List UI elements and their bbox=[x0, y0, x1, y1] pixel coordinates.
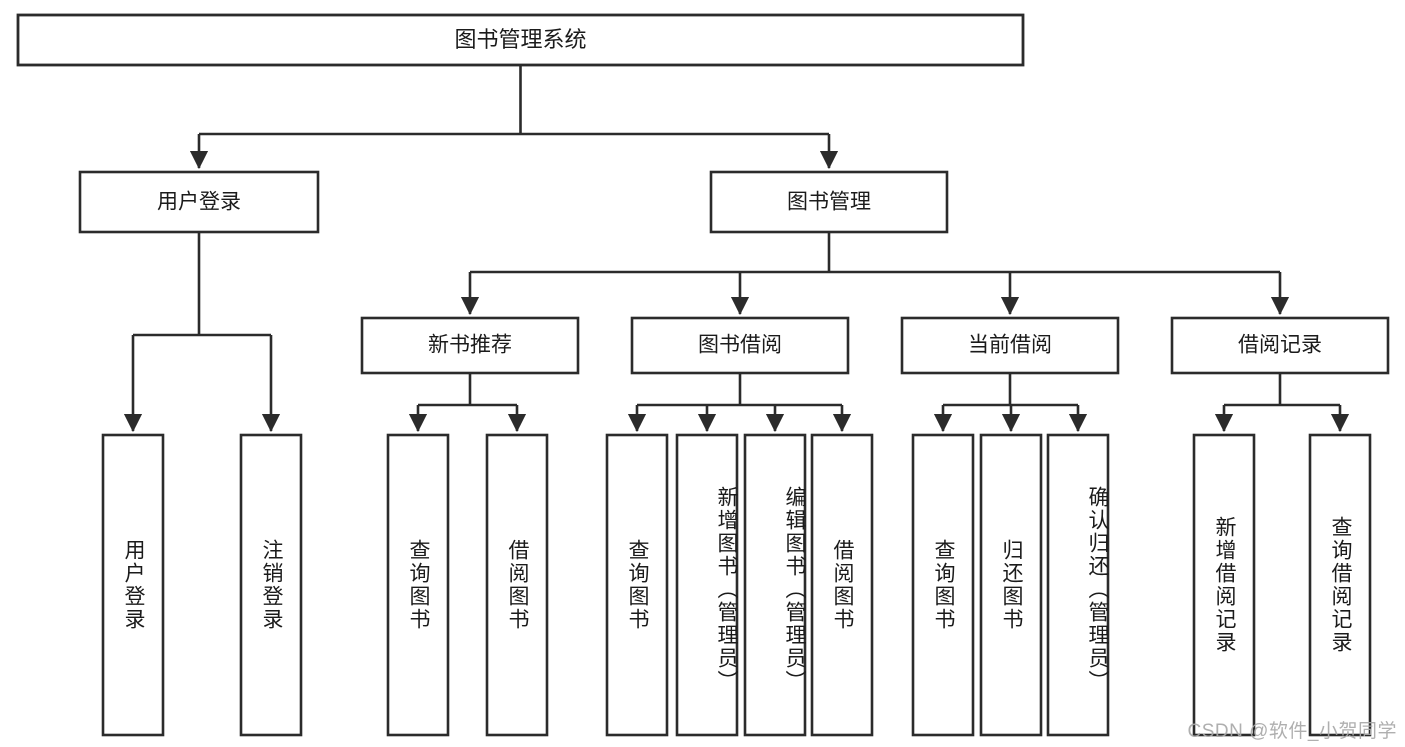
node-leaf-cur-confirm-return-box[interactable] bbox=[1046, 433, 1110, 737]
node-leaf-user-login-box[interactable] bbox=[101, 433, 165, 737]
csdn-watermark: CSDN @软件_小贺同学 bbox=[1187, 721, 1397, 742]
node-borrow-record-label: 借阅记录 bbox=[1238, 334, 1322, 357]
node-leaf-borrow-edit-book-box[interactable] bbox=[743, 433, 807, 737]
leaf-boxes bbox=[101, 433, 1372, 737]
node-leaf-rec-query-book-box[interactable] bbox=[386, 433, 450, 737]
node-leaf-borrow-query-book-box[interactable] bbox=[605, 433, 669, 737]
node-root-label: 图书管理系统 bbox=[454, 27, 586, 52]
node-leaf-user-logout-box[interactable] bbox=[239, 433, 303, 737]
node-root[interactable]: 图书管理系统 bbox=[16, 13, 1025, 67]
connectors bbox=[123, 65, 1350, 433]
node-leaf-borrow-borrow-book-box[interactable] bbox=[810, 433, 874, 737]
node-book-manage-box[interactable] bbox=[709, 170, 949, 234]
node-new-book-rec[interactable]: 新书推荐 bbox=[360, 316, 580, 375]
node-user-login-label: 用户登录 bbox=[157, 191, 241, 214]
node-user-login[interactable]: 用户登录 bbox=[78, 170, 320, 234]
node-current-borrow-box[interactable] bbox=[900, 316, 1120, 375]
node-book-borrow[interactable]: 图书借阅 bbox=[630, 316, 850, 375]
node-book-manage-label: 图书管理 bbox=[787, 191, 871, 214]
node-borrow-record-box[interactable] bbox=[1170, 316, 1390, 375]
node-new-book-rec-label: 新书推荐 bbox=[428, 334, 512, 357]
node-root-box[interactable] bbox=[16, 13, 1025, 67]
node-leaf-cur-query-book-box[interactable] bbox=[911, 433, 975, 737]
node-new-book-rec-box[interactable] bbox=[360, 316, 580, 375]
node-current-borrow-label: 当前借阅 bbox=[968, 334, 1052, 357]
node-current-borrow[interactable]: 当前借阅 bbox=[900, 316, 1120, 375]
node-leaf-rec-borrow-book-box[interactable] bbox=[485, 433, 549, 737]
node-leaf-rec-query-record-box[interactable] bbox=[1308, 433, 1372, 737]
node-book-borrow-box[interactable] bbox=[630, 316, 850, 375]
node-leaf-rec-add-record-box[interactable] bbox=[1192, 433, 1256, 737]
node-leaf-cur-return-book-box[interactable] bbox=[979, 433, 1043, 737]
node-borrow-record[interactable]: 借阅记录 bbox=[1170, 316, 1390, 375]
node-user-login-box[interactable] bbox=[78, 170, 320, 234]
node-book-manage[interactable]: 图书管理 bbox=[709, 170, 949, 234]
node-leaf-borrow-add-book-box[interactable] bbox=[675, 433, 739, 737]
node-book-borrow-label: 图书借阅 bbox=[698, 334, 782, 357]
